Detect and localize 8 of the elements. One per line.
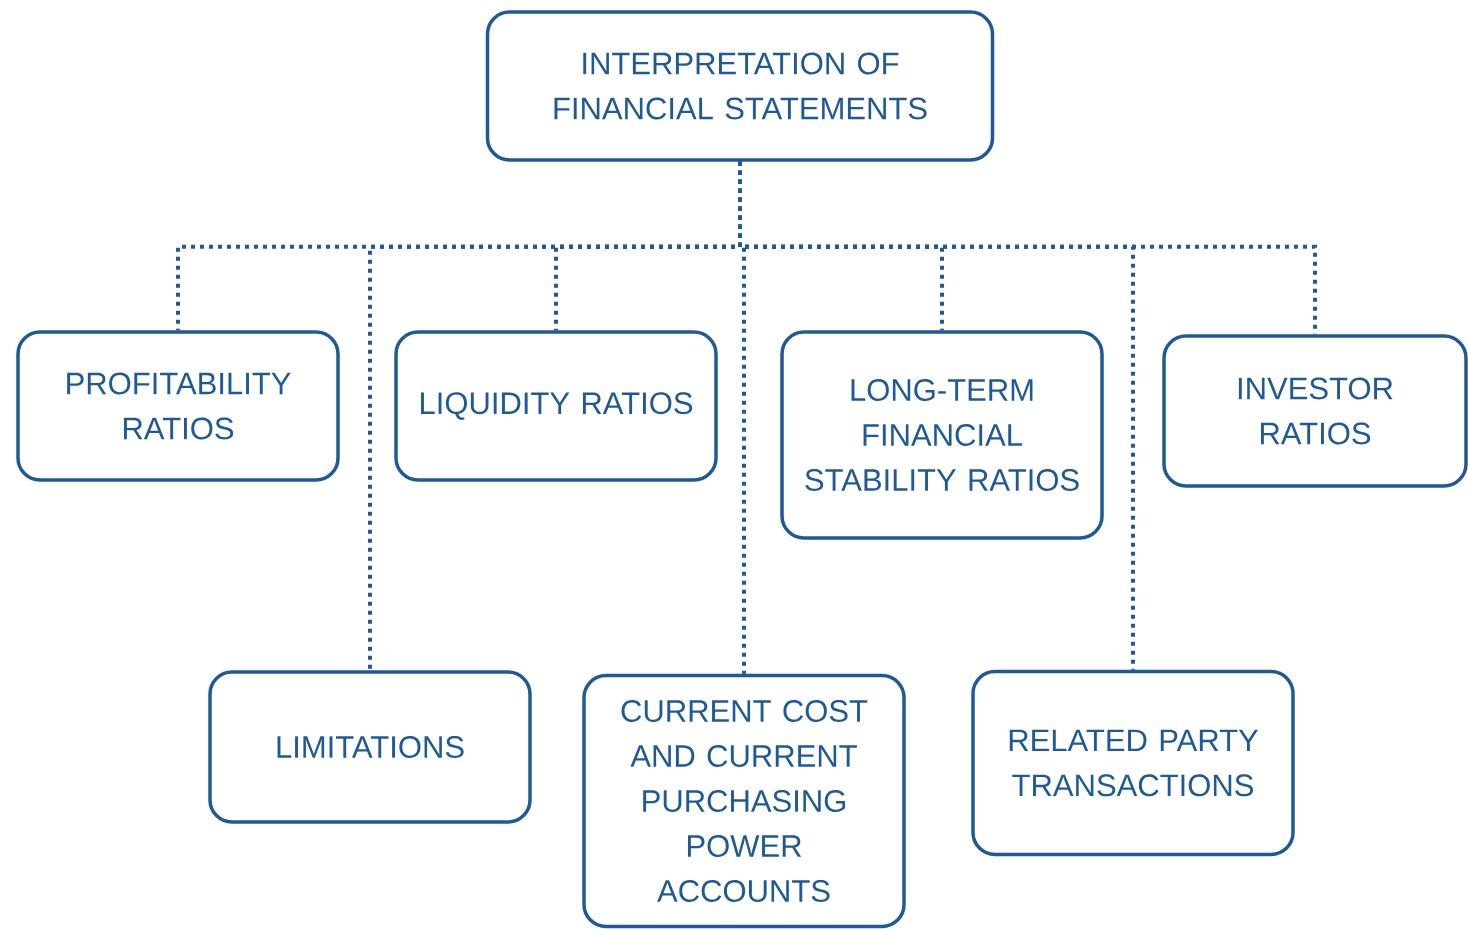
category-box: LIMITATIONS — [208, 670, 532, 824]
category-box: LIQUIDITY RATIOS — [394, 330, 718, 482]
category-box: RELATED PARTY TRANSACTIONS — [971, 669, 1295, 857]
category-box: PROFITABILITY RATIOS — [16, 330, 340, 482]
category-box: CURRENT COST AND CURRENT PURCHASING POWER ACCOUNTS — [582, 673, 906, 929]
category-box: INVESTOR RATIOS — [1162, 334, 1468, 488]
title-box: INTERPRETATION OF FINANCIAL STATEMENTS — [485, 10, 995, 162]
category-box: LONG-TERM FINANCIAL STABILITY RATIOS — [780, 330, 1104, 540]
